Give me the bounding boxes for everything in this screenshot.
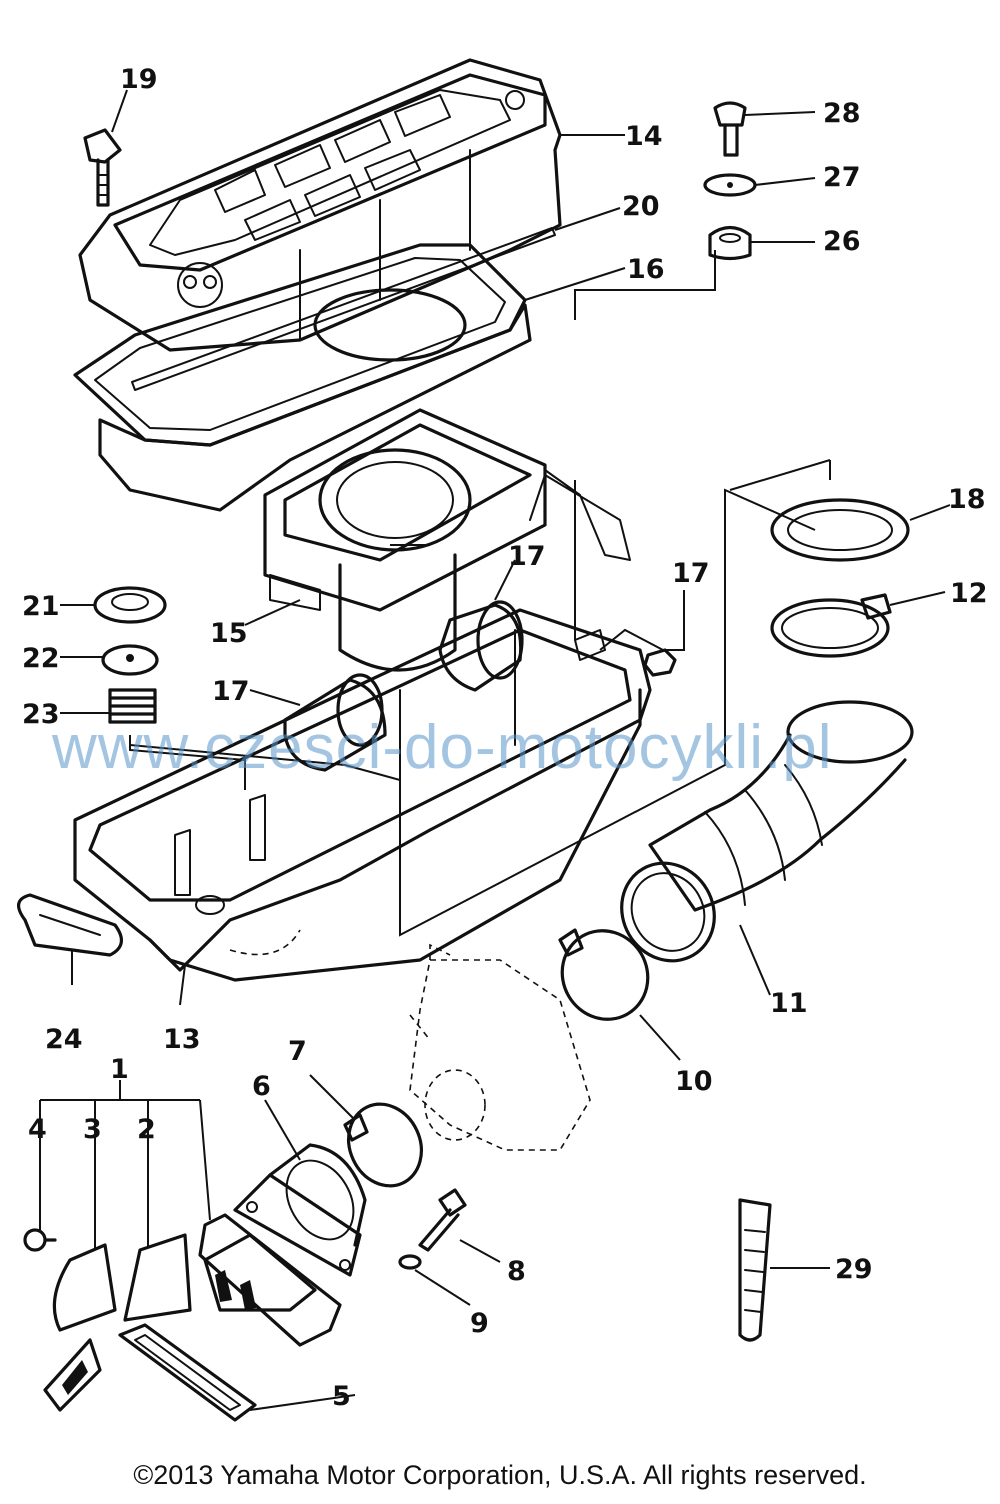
callout-16: 16 <box>627 254 665 285</box>
callout-21: 20 <box>622 191 660 222</box>
callout-19-label: 18 <box>948 484 986 515</box>
copyright-notice: ©2013 Yamaha Motor Corporation, U.S.A. A… <box>133 1460 867 1490</box>
callout-7: 7 <box>288 1036 307 1067</box>
part-29-band <box>738 1198 772 1342</box>
callout-3: 3 <box>83 1114 102 1145</box>
carburetor-reference <box>409 943 591 1151</box>
callout-9: 9 <box>470 1308 489 1339</box>
callout-14: 14 <box>625 121 663 152</box>
callout-29: 29 <box>835 1254 873 1285</box>
callout-28: 28 <box>823 98 861 129</box>
callout-26: 26 <box>823 226 861 257</box>
part-13-airbox-case <box>73 608 652 982</box>
part-7-clamp <box>343 1102 423 1188</box>
callout-13: 13 <box>163 1024 201 1055</box>
callout-18: 17 <box>672 558 710 589</box>
part-6-manifold <box>233 1143 367 1277</box>
part-2-reed <box>123 1233 192 1322</box>
callout-27: 27 <box>823 162 861 193</box>
part-22-cap <box>93 586 167 624</box>
part-19-seal-ring <box>770 498 910 562</box>
part-5-gasket <box>118 1323 257 1422</box>
callout-17-lower-label: 17 <box>212 676 250 707</box>
callout-17-upper: 17 <box>508 541 546 572</box>
part-9-washer <box>398 1254 422 1270</box>
part-23-washer <box>101 644 159 676</box>
callout-2: 2 <box>137 1114 156 1145</box>
part-4-screw <box>23 1228 57 1252</box>
callout-20: 19 <box>120 64 158 95</box>
callout-24: 23 <box>22 699 60 730</box>
callout-6: 6 <box>252 1071 271 1102</box>
callout-11: 11 <box>770 988 808 1019</box>
callout-22: 21 <box>22 591 60 622</box>
part-10-clamp <box>558 928 650 1021</box>
part-15-duct-plate <box>263 408 631 672</box>
callout-1: 1 <box>110 1054 129 1085</box>
callout-labels: 19 14 20 16 28 27 26 19 20 18 12 17 17 1… <box>22 64 988 1412</box>
callout-25: 24 <box>45 1024 83 1055</box>
reed-block-sticker <box>43 1338 102 1412</box>
part-17-joint-lower <box>283 673 387 772</box>
part-1-reed-valve-assembly <box>198 1213 342 1347</box>
part-3-stopper <box>52 1243 117 1332</box>
part-14-airbox-cover <box>78 58 562 352</box>
part-21-rod <box>131 227 556 391</box>
part-26-damper <box>708 225 752 261</box>
part-24-spring <box>108 688 157 724</box>
part-12-clamp <box>770 593 892 658</box>
callout-15: 15 <box>210 618 248 649</box>
part-27-collar <box>703 173 757 197</box>
callout-23: 22 <box>22 643 60 674</box>
callout-12: 12 <box>950 578 988 609</box>
callout-10: 10 <box>675 1066 713 1097</box>
part-11-intake-joint <box>620 700 914 963</box>
part-20-wing-bolt <box>83 128 122 207</box>
part-18-nut <box>643 648 677 677</box>
part-25-grommet <box>17 893 123 957</box>
callout-4: 4 <box>28 1114 47 1145</box>
part-28-bolt <box>713 101 747 157</box>
part-8-bolt <box>418 1188 467 1252</box>
callout-5: 5 <box>332 1381 351 1412</box>
callout-8: 8 <box>507 1256 526 1287</box>
leader-lines <box>39 89 951 1411</box>
